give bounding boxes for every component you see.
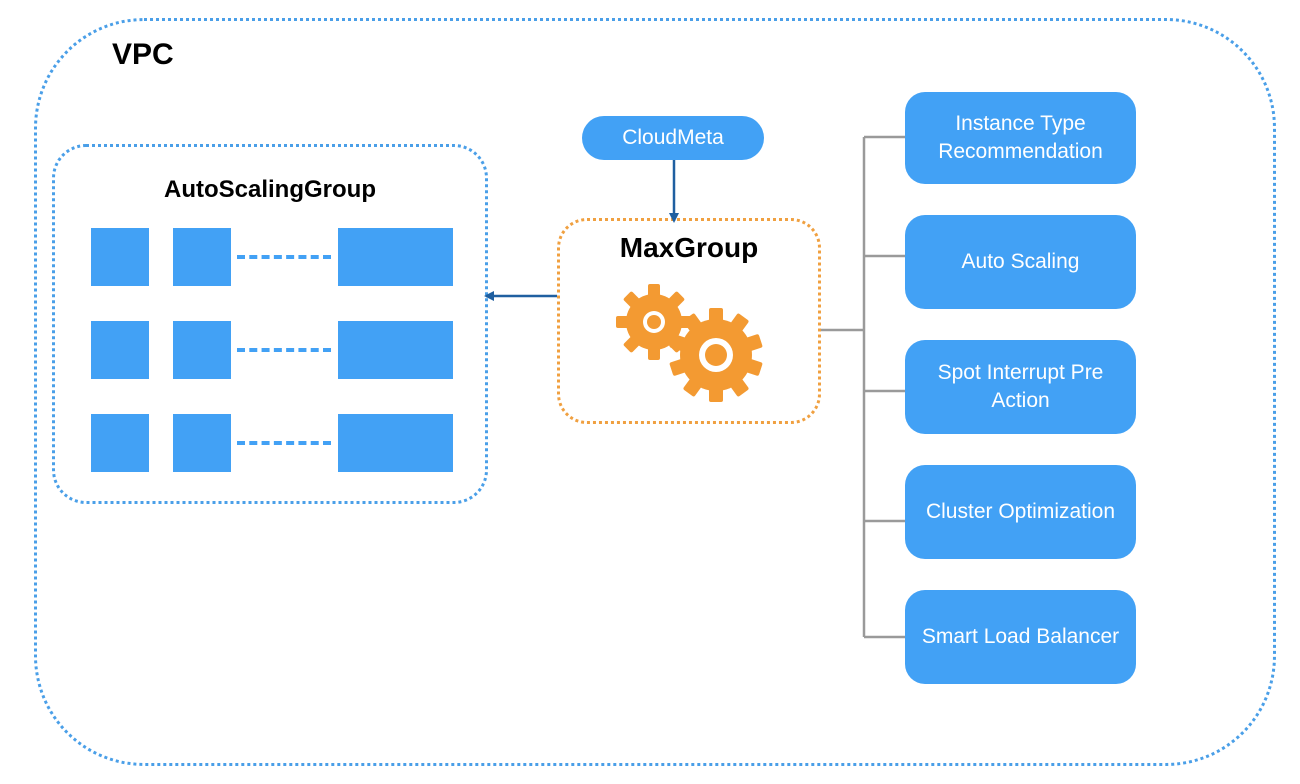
feature-auto-scaling: Auto Scaling <box>905 215 1136 309</box>
maxgroup-container <box>557 218 821 424</box>
instance-box-wide <box>338 414 453 472</box>
feature-label: Spot Interrupt Pre Action <box>937 361 1104 412</box>
feature-tree-connector <box>821 135 905 639</box>
feature-label: Cluster Optimization <box>925 500 1116 523</box>
feature-label: Auto Scaling <box>961 250 1080 273</box>
instance-box-wide <box>338 321 453 379</box>
vpc-container <box>34 18 1276 766</box>
instance-box <box>91 228 149 286</box>
vpc-label: VPC <box>112 38 174 71</box>
instance-box <box>173 228 231 286</box>
auto-scaling-group-label: AutoScalingGroup <box>164 176 376 203</box>
cloudmeta-label: CloudMeta <box>622 126 724 149</box>
auto-scaling-group-container <box>52 144 488 504</box>
feature-label: Instance Type Recommendation <box>938 112 1103 163</box>
instance-ellipsis-line <box>237 348 331 352</box>
gears-icon <box>616 284 763 402</box>
instance-box <box>91 414 149 472</box>
feature-label: Smart Load Balancer <box>921 625 1120 648</box>
cloudmeta-node: CloudMeta <box>582 116 764 160</box>
feature-smart-load-balancer: Smart Load Balancer <box>905 590 1136 684</box>
instance-box-wide <box>338 228 453 286</box>
instance-box <box>91 321 149 379</box>
feature-spot-interrupt-pre-action: Spot Interrupt Pre Action <box>905 340 1136 434</box>
feature-cluster-optimization: Cluster Optimization <box>905 465 1136 559</box>
maxgroup-label: MaxGroup <box>619 232 759 263</box>
instance-box <box>173 321 231 379</box>
instance-ellipsis-line <box>237 255 331 259</box>
feature-instance-type-recommendation: Instance Type Recommendation <box>905 92 1136 184</box>
instance-box <box>173 414 231 472</box>
instance-ellipsis-line <box>237 441 331 445</box>
